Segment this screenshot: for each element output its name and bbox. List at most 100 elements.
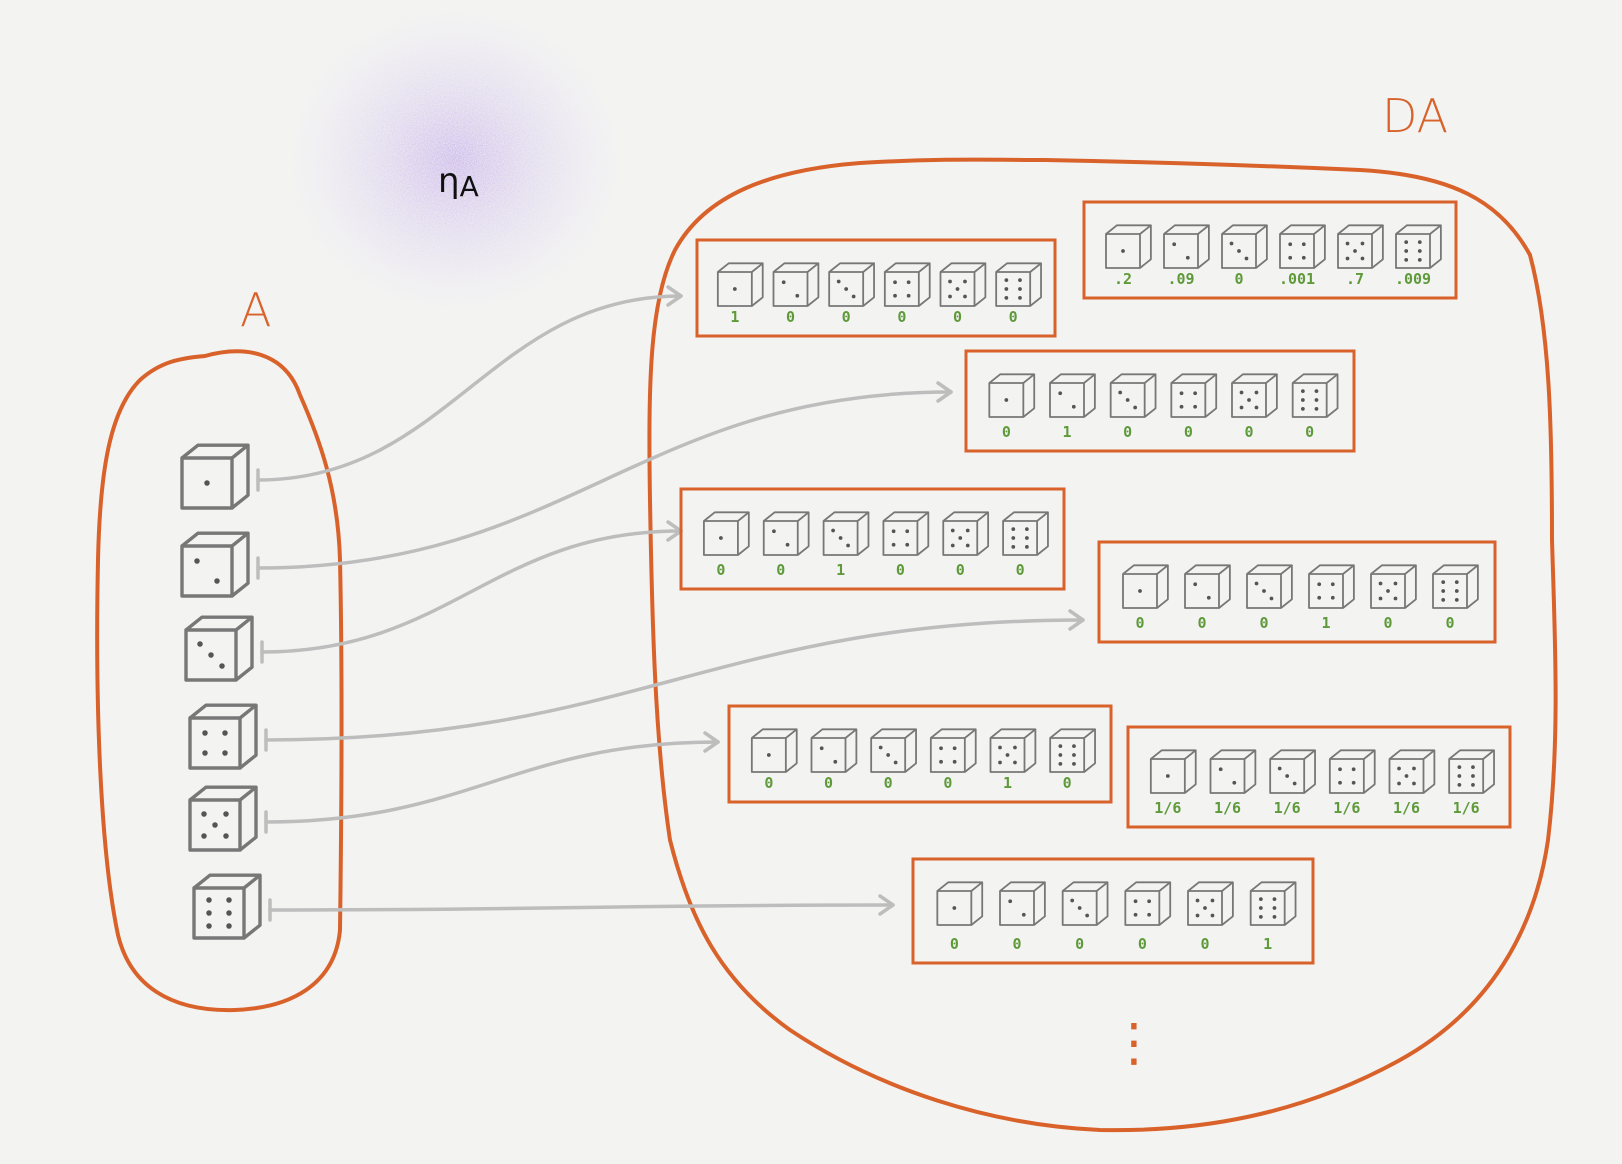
probability-value: 1 (730, 308, 739, 326)
die-pip (963, 294, 967, 299)
die-pip (893, 293, 897, 298)
die-pip (719, 536, 723, 540)
die-pip (1172, 242, 1177, 247)
die-pip (1272, 906, 1277, 910)
distribution-die-3 (822, 511, 870, 556)
probability-value: 1 (836, 561, 845, 579)
die-pip (846, 543, 850, 548)
die-pip (1138, 589, 1142, 593)
die-pip (952, 759, 957, 764)
set-a-die-2 (180, 531, 250, 598)
set-a-die-1 (180, 443, 250, 510)
distribution-die-5 (1388, 749, 1436, 794)
die-pip (206, 923, 212, 929)
set-a-outline (95, 349, 344, 1013)
die-pip (1417, 249, 1422, 253)
distribution-die-5 (1337, 224, 1384, 269)
die-pip (785, 542, 790, 547)
distribution-die-1 (936, 881, 984, 926)
die-pip (226, 923, 232, 929)
die-pip (950, 543, 955, 548)
die-pip (1013, 760, 1017, 765)
die-pip (1021, 912, 1026, 917)
die-pip (781, 280, 786, 285)
distribution-die-2 (772, 262, 820, 307)
die-pip (1004, 287, 1009, 291)
distribution-die-6 (1395, 224, 1442, 269)
probability-value: .2 (1114, 270, 1132, 288)
die-pip (893, 760, 898, 765)
die-pip (965, 543, 970, 548)
die-pip (1058, 761, 1063, 766)
die-pip (1345, 256, 1350, 261)
probability-value: 0 (1234, 270, 1243, 288)
die-pip (1300, 406, 1305, 411)
maps-to-arrow-2 (256, 381, 953, 580)
die-pip (1317, 582, 1322, 587)
die-pip (1210, 913, 1215, 918)
die-pip (1397, 766, 1401, 771)
die-pip (1165, 774, 1170, 778)
die-pip (1229, 241, 1234, 246)
probability-value: 0 (764, 774, 773, 792)
die-pip (1386, 589, 1390, 593)
maps-to-arrow-6 (268, 894, 895, 922)
die-pip (1441, 597, 1446, 602)
distribution-box (911, 857, 1315, 965)
distribution-die-1 (1149, 749, 1197, 794)
probability-value: .7 (1346, 270, 1364, 288)
die-pip (1404, 240, 1409, 245)
die-pip (1262, 589, 1266, 593)
probability-value: 0 (716, 561, 725, 579)
probability-value: 0 (1259, 614, 1268, 632)
probability-value: 1 (1321, 614, 1330, 632)
distribution-die-5 (939, 262, 987, 307)
die-pip (1471, 774, 1475, 778)
die-pip (1272, 914, 1277, 919)
die-pip (772, 529, 776, 534)
maps-to-arrow-3 (260, 520, 683, 664)
die-pip (1244, 256, 1249, 261)
die-pip (1005, 753, 1010, 757)
die-pip (1195, 898, 1200, 903)
probability-value: 1 (1263, 935, 1272, 953)
probability-value: 0 (1063, 774, 1072, 792)
die-pip (1185, 255, 1190, 260)
distribution-die-4 (1279, 224, 1326, 269)
distribution-die-4 (1124, 881, 1172, 926)
distribution-die-2 (1209, 749, 1257, 794)
distribution-die-6 (995, 262, 1042, 307)
die-pip (1285, 774, 1290, 778)
die-pip (1454, 589, 1459, 593)
die-pip (201, 811, 207, 817)
distribution-die-3 (1269, 749, 1316, 794)
die-pip (197, 641, 203, 647)
distribution-die-5 (1231, 373, 1278, 418)
die-pip (939, 746, 943, 751)
die-pip (1011, 536, 1016, 540)
die-pip (851, 294, 856, 299)
die-pip (955, 287, 960, 291)
probability-value: 0 (1135, 614, 1144, 632)
probability-value: 0 (950, 935, 959, 953)
probability-value: 0 (1184, 423, 1193, 441)
probability-value: 0 (786, 308, 795, 326)
die-pip (1179, 404, 1184, 409)
die-pip (1272, 897, 1277, 902)
die-pip (1004, 398, 1009, 402)
distribution-box (695, 238, 1057, 338)
die-pip (1441, 589, 1446, 593)
probability-value: 0 (1138, 935, 1147, 953)
die-pip (222, 750, 228, 756)
die-pip (1239, 390, 1244, 395)
die-pip (1193, 582, 1198, 587)
die-pip (1258, 897, 1263, 902)
probability-value: 0 (943, 774, 952, 792)
die-pip (1070, 898, 1075, 903)
die-pip (891, 542, 896, 547)
die-pip (1018, 287, 1022, 291)
